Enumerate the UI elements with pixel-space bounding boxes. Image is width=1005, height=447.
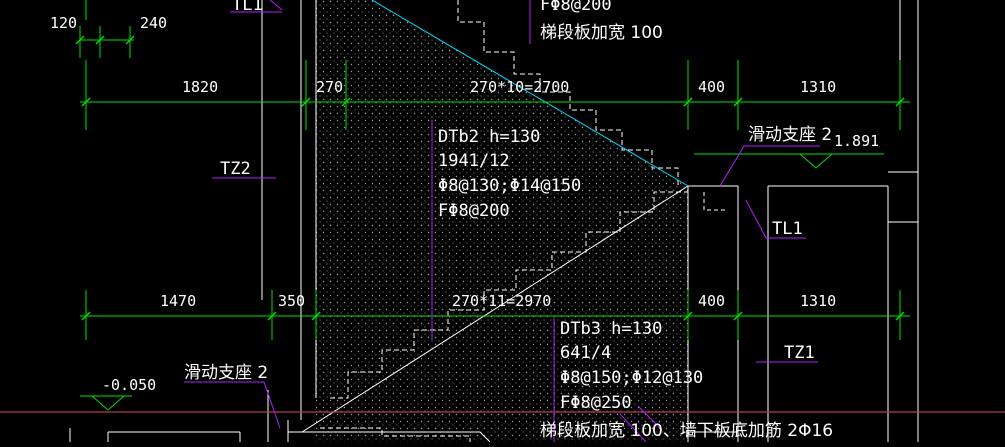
dim-1820: 1820 [182,78,218,96]
tl1-label: TL1 [772,219,803,239]
dim-1310-upper: 1310 [800,78,836,96]
dim-240: 240 [140,14,167,32]
landing-rebar-tl1 [703,192,726,211]
dim-120: 120 [50,14,77,32]
slide-bearing-bottom-label: 滑动支座 2 [184,363,268,383]
dtb2-name: DTb2 h=130 [438,127,540,147]
fphi-top-label: FΦ8@200 [540,0,612,15]
dtb2-rebar-3: FΦ8@200 [438,201,510,221]
concrete-fill-lower-flight [316,186,688,442]
dtb2-rebar-1: 1941/12 [438,151,510,171]
top-widen-label: 梯段板加宽 100 [540,23,663,43]
lower-flight-step-rebar [330,191,688,399]
tl-top-label: TL1 [232,0,263,15]
dim-270: 270 [316,78,343,96]
slab-top-rebar-line [371,0,689,187]
tz1-label: TZ1 [784,343,815,363]
elevation-top-label: 1.891 [834,132,879,150]
dim-400-upper: 400 [698,78,725,96]
tz2-label: TZ2 [220,159,251,179]
dimension-lines [79,0,910,397]
dtb3-name: DTb3 h=130 [560,319,662,339]
elevation-bottom-label: -0.050 [102,376,156,394]
concrete-fill-upper-flight [316,0,688,398]
elevation-marker-top [798,153,834,169]
elevation-marker-bottom [90,395,126,411]
dimension-ticks [75,35,905,321]
dim-1310-lower: 1310 [800,292,836,310]
upper-flight-step-rebar [457,0,679,186]
dtb3-rebar-1: 641/4 [560,343,611,363]
dtb3-widen-label: 梯段板加宽 100、墙下板底加筋 2Φ16 [540,421,833,441]
slide-bearing-top-label: 滑动支座 2 [748,125,832,145]
dtb3-rebar-3: FΦ8@250 [560,393,632,413]
bottom-step-rebar [320,427,471,442]
dim-350: 350 [278,292,305,310]
dtb2-rebar-2: Φ8@130;Φ14@150 [438,176,581,196]
dim-2970: 270*11=2970 [452,292,551,310]
dim-400-lower: 400 [698,292,725,310]
dtb3-rebar-2: Φ8@150;Φ12@130 [560,368,703,388]
dim-2700: 270*10=2700 [470,78,569,96]
leader-lines [184,0,820,443]
dim-1470: 1470 [160,292,196,310]
